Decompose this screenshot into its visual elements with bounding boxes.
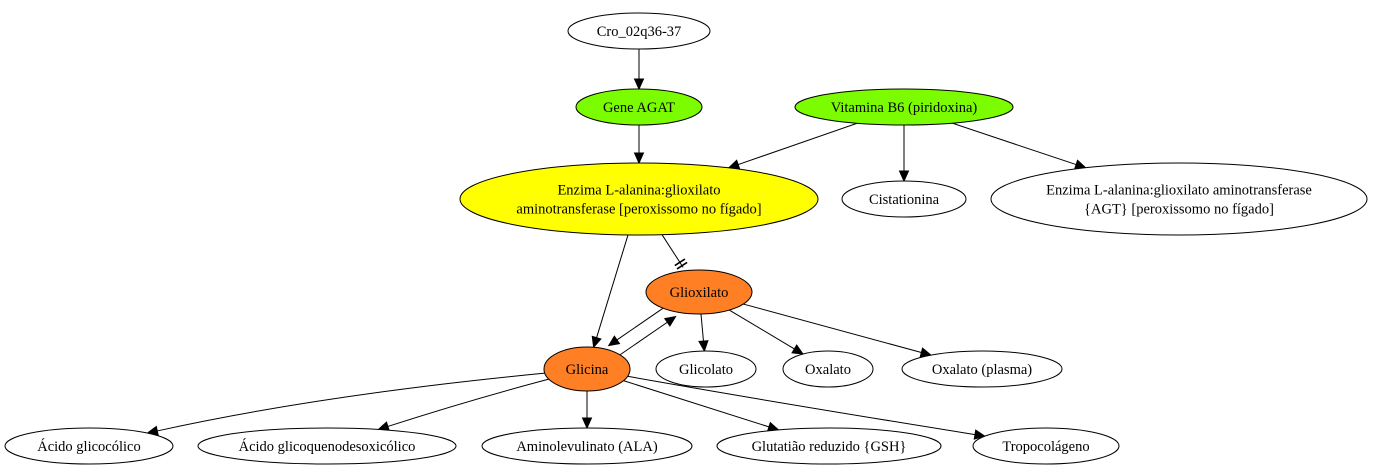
node-label: Glicolato [679,362,733,378]
node-cro: Cro_02q36-37 [567,12,711,50]
node-ellipse [567,12,711,50]
node-label: Enzima L-alanina:glioxilato aminotransfe… [1046,183,1312,199]
arrowhead [633,78,645,91]
node-label: Tropocolágeno [1002,439,1089,455]
arrowhead [581,417,593,430]
node-tropocolageno: Tropocolágeno [972,427,1120,465]
edge-glioxilato-to-oxalato [729,309,804,355]
edge-glicina-to-acido_glicocolico [146,372,545,436]
node-label: Glioxilato [670,285,729,301]
inhibition-bar [674,258,686,267]
edge-glicina-to-ala [581,391,593,430]
node-enzima: Enzima L-alanina:glioxilato aminotransfer… [459,162,819,236]
node-label: Ácido glicocólico [37,438,140,455]
node-label: aminotransferase [peroxissomo no fígado] [516,202,761,218]
edge-line [738,122,858,166]
arrowhead [663,315,677,327]
node-glioxilato: Glioxilato [645,269,753,315]
node-label: {AGT} [peroxissomo no fígado] [1084,202,1274,218]
inhibition-bar [676,261,688,270]
node-label: Glicina [566,362,609,378]
node-ellipse [645,269,753,315]
node-label: Gene AGAT [603,100,675,116]
node-label: Enzima L-alanina:glioxilato [557,183,720,199]
edge-line [387,378,549,427]
edge-line [616,321,668,358]
node-ellipse [716,427,942,465]
edge-vitb6-to-enzima_agt [952,122,1087,170]
node-vitb6: Vitamina B6 (piridoxina) [794,88,1014,126]
node-label: Oxalato (plasma) [932,362,1032,378]
node-label: Ácido glicoquenodesoxicólico [239,438,416,455]
node-oxalato-plasma: Oxalato (plasma) [901,350,1063,388]
node-label: Glutatião reduzido {GSH} [752,439,907,455]
node-ellipse [794,88,1014,126]
edge-line [729,309,795,350]
node-ellipse [655,350,757,388]
edge-gene-to-enzima [633,125,645,165]
arrowhead [607,335,621,347]
edge-glioxilato-to-glicolato [698,313,709,353]
edge-glicina-to-gsh [623,380,780,432]
arrowhead [698,340,709,353]
node-acido-glicoqueno: Ácido glicoquenodesoxicólico [197,427,457,465]
node-gsh: Glutatião reduzido {GSH} [716,427,942,465]
node-ellipse [972,427,1120,465]
edge-line [616,304,668,341]
arrowhead [633,152,645,165]
node-ellipse [782,350,874,388]
edge-line [743,303,922,353]
node-label: Vitamina B6 (piridoxina) [831,100,978,116]
node-glicina: Glicina [543,346,631,392]
node-enzima-agt: Enzima L-alanina:glioxilato aminotransfe… [990,162,1368,236]
node-ellipse [459,162,819,236]
edge-glicina-to-glioxilato [616,315,677,358]
node-ellipse [481,427,693,465]
edge-glioxilato-to-glicina [607,304,668,347]
node-ellipse [197,427,457,465]
node-acido-glicocolico: Ácido glicocólico [4,427,174,465]
node-ellipse [990,162,1368,236]
node-ellipse [543,346,631,392]
edge-line [623,380,770,428]
node-ellipse [575,88,703,126]
arrowhead [791,344,804,355]
edge-cro-to-gene [633,49,645,91]
edge-glicina-to-acido_glicoqueno [377,378,549,432]
node-label: Cistationina [869,192,940,208]
edge-vitb6-to-enzima [727,122,858,170]
edge-enzima-to-glicina [591,234,629,349]
node-glicolato: Glicolato [655,350,757,388]
node-ala: Aminolevulinato (ALA) [481,427,693,465]
node-gene: Gene AGAT [575,88,703,126]
edge-vitb6-to-cistationina [898,125,910,183]
node-label: Oxalato [805,362,851,378]
arrowhead [591,335,602,349]
edges-layer [146,49,1087,440]
edge-line [700,313,704,342]
node-ellipse [841,180,967,218]
node-label: Aminolevulinato (ALA) [516,439,658,455]
edge-glioxilato-to-oxalato_plasma [743,303,933,358]
node-ellipse [4,427,174,465]
node-oxalato: Oxalato [782,350,874,388]
edge-enzima-to-glioxilato [661,234,688,270]
node-label: Cro_02q36-37 [597,24,682,40]
edge-line [596,234,629,338]
edge-line [157,372,545,432]
edge-line [952,122,1077,166]
node-ellipse [901,350,1063,388]
arrowhead [898,170,910,183]
edge-line [627,375,976,436]
node-cistationina: Cistationina [841,180,967,218]
